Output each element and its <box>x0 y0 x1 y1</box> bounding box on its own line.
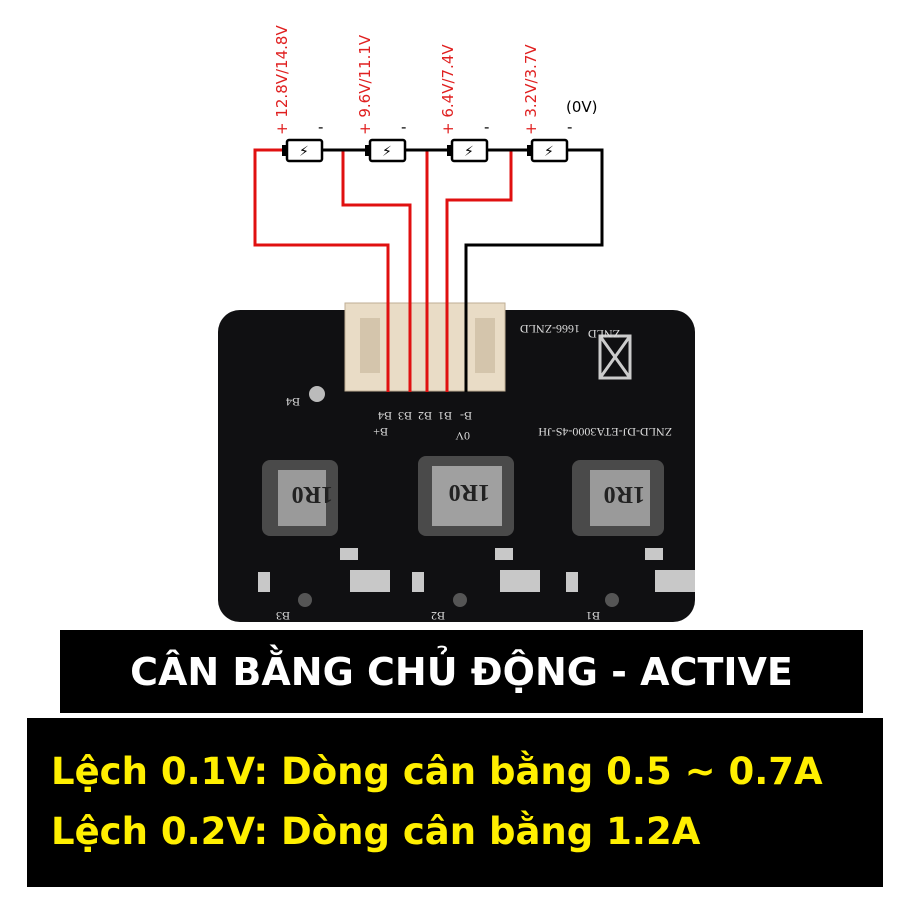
title-banner: CÂN BẰNG CHỦ ĐỘNG - ACTIVE <box>60 630 863 713</box>
wire-b1 <box>445 150 513 392</box>
wire-b3 <box>341 150 412 392</box>
battery-cells: ⚡ ⚡ ⚡ ⚡ <box>282 138 569 163</box>
cell-voltage-label: + 3.2V/3.7V <box>522 44 540 135</box>
pin-label: B2 <box>418 409 432 423</box>
inductor-marking: 1R0 <box>449 479 490 505</box>
b4-label: B4 <box>286 395 300 409</box>
connector-code: 1666-ZNLD <box>520 322 580 336</box>
minus-label: - <box>318 118 323 136</box>
spec-banner: Lệch 0.1V: Dòng cân bằng 0.5 ~ 0.7A Lệch… <box>27 718 883 887</box>
cell-voltage-label: + 6.4V/7.4V <box>439 44 457 135</box>
svg-text:⚡: ⚡ <box>544 144 554 160</box>
cell-voltage-label: + 12.8V/14.8V <box>273 25 291 135</box>
pin-label: B- <box>460 409 472 423</box>
bplus-label: B+ <box>373 425 388 439</box>
pin-label: B1 <box>438 409 452 423</box>
bottom-label: B1 <box>586 609 600 623</box>
zerov-label: 0V <box>455 429 470 443</box>
bottom-label: B3 <box>276 609 290 623</box>
wire-ground <box>464 148 604 392</box>
lightning-icon: ⚡ ⚡ ⚡ ⚡ <box>299 144 554 160</box>
inductors: 1R0 1R0 1R0 <box>262 456 664 536</box>
minus-label: - <box>401 118 406 136</box>
svg-text:⚡: ⚡ <box>299 144 309 160</box>
wire-b4 <box>253 148 390 392</box>
brand-text: ZNLD <box>588 327 620 341</box>
svg-text:⚡: ⚡ <box>464 144 474 160</box>
minus-label: - <box>484 118 489 136</box>
cell-voltage-label: + 9.6V/11.1V <box>356 34 374 135</box>
inductor-marking: 1R0 <box>292 481 333 507</box>
inductor-marking: 1R0 <box>604 481 645 507</box>
svg-text:⚡: ⚡ <box>382 144 392 160</box>
spec-line: Lệch 0.1V: Dòng cân bằng 0.5 ~ 0.7A <box>51 750 823 793</box>
ground-label: (0V) <box>566 98 598 116</box>
part-number: ZNLD-DJ-ETA3000-4S-JH <box>538 425 672 439</box>
title-text: CÂN BẰNG CHỦ ĐỘNG - ACTIVE <box>130 649 793 694</box>
pin-label: B4 <box>378 409 392 423</box>
minus-label: - <box>567 118 572 136</box>
spec-line: Lệch 0.2V: Dòng cân bằng 1.2A <box>51 810 701 853</box>
pin-label: B3 <box>398 409 412 423</box>
brand-logo <box>598 334 632 380</box>
mounting-hole <box>309 386 325 402</box>
bottom-label: B2 <box>431 609 445 623</box>
